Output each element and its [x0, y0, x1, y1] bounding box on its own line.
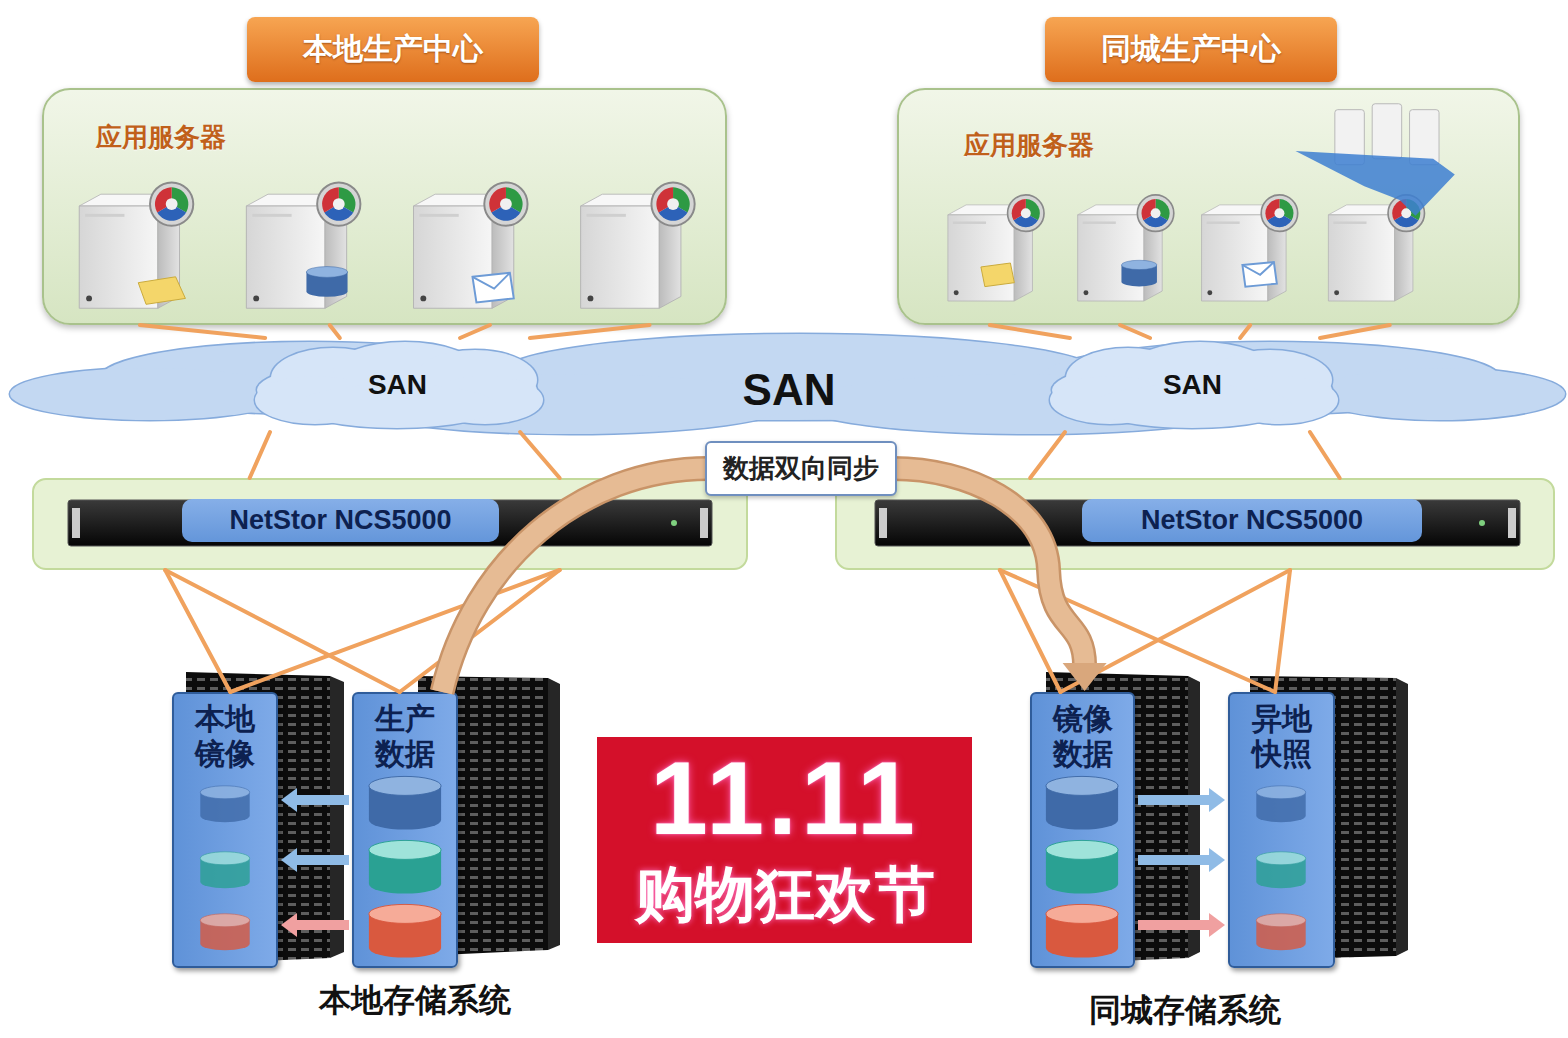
text-slot: 同城生产中心 [1045, 17, 1337, 82]
wire [520, 432, 560, 478]
copy-arrow [1138, 855, 1211, 865]
gateway-band: NetStor NCS5000 [32, 478, 748, 570]
arrow-head [1063, 663, 1107, 691]
arrow-head [1209, 913, 1225, 937]
copy-arrow [1138, 920, 1211, 930]
copy-arrow [295, 855, 349, 865]
network-cloud: SAN [245, 338, 550, 432]
connector [1138, 788, 1225, 937]
rack-side [330, 676, 344, 958]
wire [1275, 570, 1290, 692]
site-title: 同城生产中心 [1045, 17, 1337, 82]
group-label: 应用服务器 [96, 120, 226, 155]
copy-arrow [1138, 795, 1211, 805]
connector [1030, 432, 1340, 478]
wire [1320, 325, 1390, 338]
text-slot: 异地快照 [1230, 702, 1333, 771]
network-label: SAN [368, 369, 427, 401]
rack-side [1188, 676, 1200, 958]
text-slot: 镜像数据 [1032, 702, 1133, 771]
watermark-text: 购物狂欢节 [597, 856, 972, 934]
text-slot: 购物狂欢节 [597, 856, 972, 934]
rack-side [1396, 678, 1408, 956]
server-illustration [899, 90, 1518, 323]
volume-label: 异地快照 [1250, 702, 1314, 771]
network-label: SAN [1163, 369, 1222, 401]
volume-label: 本地镜像 [193, 702, 257, 771]
text-slot: 应用服务器 [96, 120, 226, 155]
wire [330, 325, 340, 338]
copy-arrow [295, 795, 349, 805]
storage-volume: 异地快照 [1228, 692, 1335, 968]
text-slot: SAN [1040, 338, 1345, 432]
sync-arrow-edge [893, 469, 1085, 667]
text-slot: 本地存储系统 [250, 980, 580, 1020]
text-slot: 数据双向同步 [705, 441, 897, 496]
text-slot: 同城存储系统 [1020, 990, 1350, 1030]
text-slot: SAN [245, 338, 550, 432]
text-slot: 应用服务器 [964, 128, 1094, 163]
device-label: NetStor NCS5000 [1082, 499, 1422, 542]
storage-volume: 镜像数据 [1030, 692, 1135, 968]
site-title: 本地生产中心 [247, 17, 539, 82]
group-label: 应用服务器 [964, 128, 1094, 163]
device-label: NetStor NCS5000 [182, 499, 499, 542]
arrow-head [1209, 848, 1225, 872]
connector [990, 325, 1390, 338]
wire [250, 432, 270, 478]
rack-side [548, 678, 560, 950]
text-slot: 本地镜像 [174, 702, 276, 771]
text-slot: 11.11 [597, 740, 972, 856]
wire [1060, 570, 1290, 692]
sync-arrow [442, 469, 709, 693]
network-cloud: SAN SAN SAN [10, 330, 1568, 450]
connector [442, 469, 1107, 693]
wire [530, 325, 650, 338]
storage-volume: 生产数据 [352, 692, 458, 968]
site-panel: 同城生产中心应用服务器 [897, 88, 1520, 325]
text-slot: NetStor NCS5000 [1082, 499, 1422, 542]
gateway-band: NetStor NCS5000 [835, 478, 1555, 570]
arrow-head [281, 848, 297, 872]
network-label: SAN [743, 365, 836, 415]
wire [1310, 432, 1340, 478]
wire [140, 325, 265, 338]
sync-arrow-edge [442, 469, 709, 693]
volume-label: 生产数据 [373, 702, 437, 771]
wire [1120, 325, 1150, 338]
text-slot: NetStor NCS5000 [182, 499, 499, 542]
system-caption: 同城存储系统 [1020, 990, 1350, 1030]
edge-label: 数据双向同步 [705, 441, 897, 496]
site-panel: 本地生产中心应用服务器 [42, 88, 727, 325]
wire [1030, 432, 1065, 478]
text-slot: 本地生产中心 [247, 17, 539, 82]
arrow-head [281, 788, 297, 812]
volume-label: 镜像数据 [1051, 702, 1115, 771]
sync-arrow [893, 469, 1085, 667]
connector [140, 325, 650, 338]
storage-volume: 本地镜像 [172, 692, 278, 968]
watermark-number: 11.11 [597, 740, 972, 856]
arrow-head [281, 913, 297, 937]
wire [165, 570, 400, 692]
wire [460, 325, 490, 338]
wire [1240, 325, 1250, 338]
watermark-banner [597, 737, 972, 943]
arrow-head [1209, 788, 1225, 812]
connector [281, 788, 349, 937]
connector [250, 432, 560, 478]
network-cloud: SAN [1040, 338, 1345, 432]
system-caption: 本地存储系统 [250, 980, 580, 1020]
copy-arrow [295, 920, 349, 930]
wire [990, 325, 1070, 338]
text-slot: 生产数据 [354, 702, 456, 771]
